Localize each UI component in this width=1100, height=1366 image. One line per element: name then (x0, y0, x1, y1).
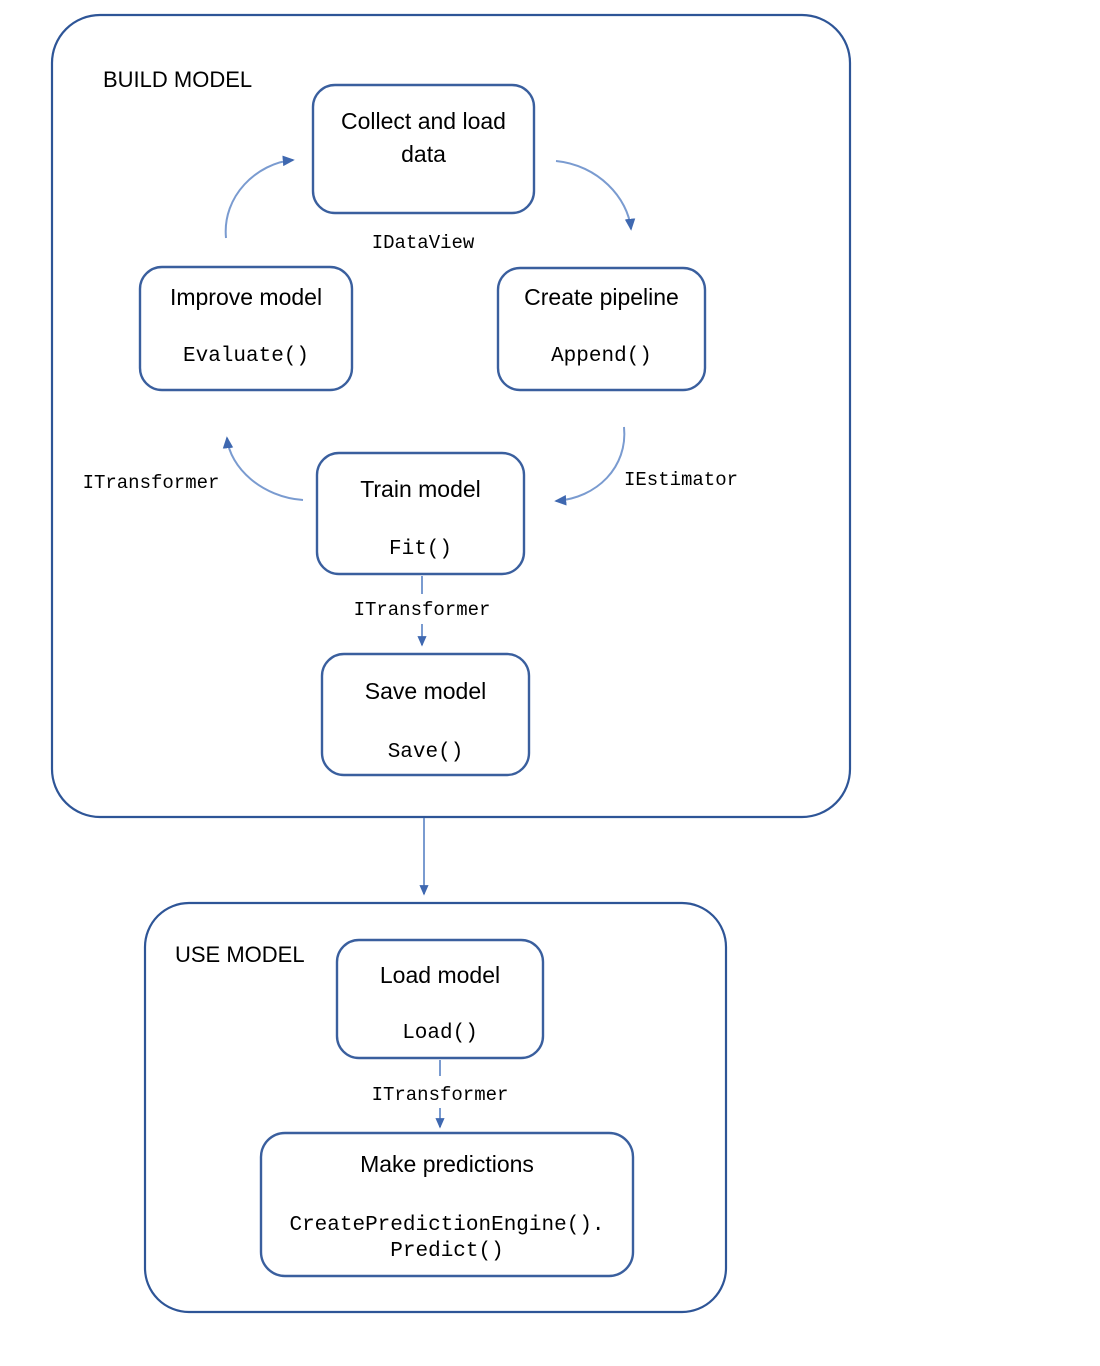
build-model-container (50, 13, 852, 819)
arrow-train-to-improve (222, 436, 304, 501)
node-improve-api: Evaluate() (183, 345, 309, 368)
arrow-collect-to-pipeline (555, 160, 636, 231)
edge-label-itransformer-save: ITransformer (354, 599, 491, 621)
use-model-container (143, 901, 728, 1314)
node-improve-title: Improve model (170, 284, 322, 310)
node-train-model[interactable] (315, 451, 526, 576)
edge-label-itransformer-predict: ITransformer (372, 1084, 509, 1106)
node-collect-title: Collect and load (341, 108, 506, 134)
node-save-model[interactable] (320, 652, 531, 777)
node-improve-model[interactable] (138, 265, 354, 392)
build-model-group-label: BUILD MODEL (103, 67, 252, 92)
node-save-title: Save model (365, 678, 486, 704)
node-train-title: Train model (360, 476, 481, 502)
node-pipeline-title: Create pipeline (524, 284, 679, 310)
node-load-title: Load model (380, 962, 500, 988)
edge-label-iestimator: IEstimator (624, 469, 738, 491)
node-predict-title: Make predictions (360, 1151, 534, 1177)
node-train-api: Fit() (389, 538, 452, 561)
node-load-api: Load() (402, 1022, 478, 1045)
node-predict-api-line2: Predict() (390, 1240, 503, 1263)
node-create-pipeline[interactable] (496, 266, 707, 392)
arrow-pipeline-to-train (554, 426, 626, 506)
use-model-group-label: USE MODEL (175, 942, 305, 967)
node-collect-and-load-data[interactable] (311, 83, 536, 215)
node-pipeline-api: Append() (551, 345, 652, 368)
edge-label-itransformer-improve: ITransformer (83, 472, 220, 494)
node-predict-api: CreatePredictionEngine(). (289, 1214, 604, 1237)
arrow-improve-to-collect (224, 155, 295, 239)
node-load-model[interactable] (335, 938, 545, 1060)
node-collect-title-line2: data (401, 141, 446, 167)
node-make-predictions[interactable] (259, 1131, 635, 1278)
node-save-api: Save() (388, 741, 464, 764)
edge-label-idataview: IDataView (372, 232, 475, 254)
